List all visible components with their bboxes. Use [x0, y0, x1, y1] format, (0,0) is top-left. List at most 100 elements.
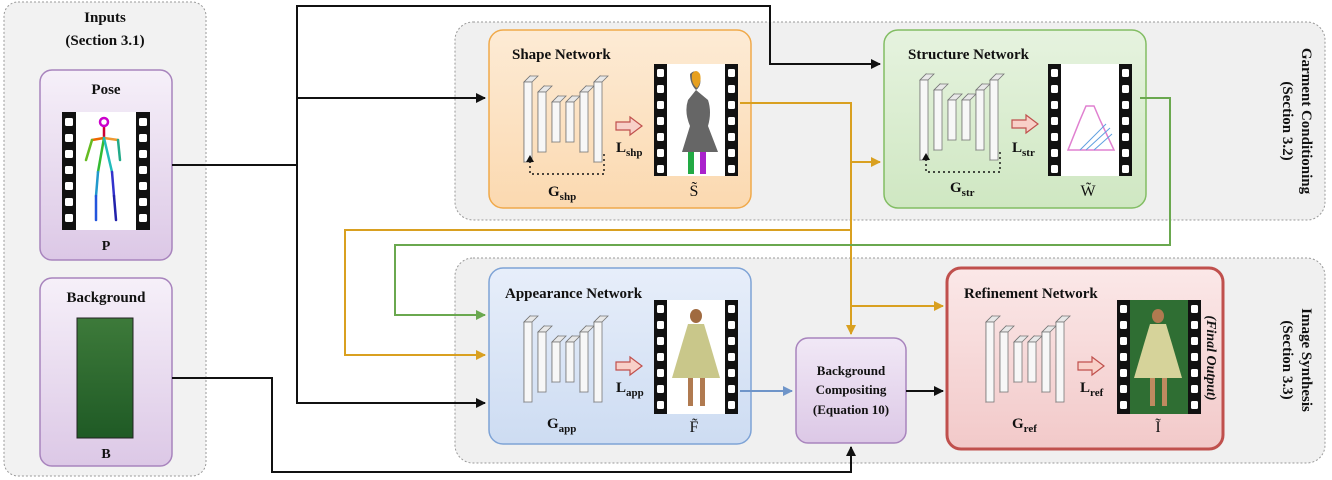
appearance-head: [690, 309, 702, 323]
appearance-output-label: F̃: [690, 418, 699, 436]
structure-garment-lines: [1079, 123, 1113, 151]
pose-to-appearance-arrow: [296, 165, 486, 408]
refinement-output-film-sprocket: [1120, 369, 1127, 377]
refinement-generator-slab: [1013, 341, 1023, 383]
structure-output-film-sprocket: [1051, 69, 1058, 77]
structure-generator-slab: [933, 89, 943, 151]
appearance-output-film-sprocket: [657, 353, 664, 361]
appearance-output-film-sprocket: [657, 401, 664, 409]
pose-input-title: Pose: [91, 82, 121, 98]
refinement-output-film-sprocket: [1191, 337, 1198, 345]
compositing-line2: Compositing: [816, 382, 887, 397]
pose-input-symbol: P: [102, 239, 111, 254]
shape-silhouette: [682, 71, 718, 152]
pose-filmstrip: [62, 112, 150, 230]
appearance-generator-slab: [579, 331, 589, 393]
appearance-generator-slab: [593, 321, 603, 403]
structure-labels: Lstr Gstr W̃: [950, 140, 1096, 200]
background-input-symbol: B: [101, 447, 110, 462]
garment-group-title: Garment Conditioning: [1298, 48, 1314, 195]
refinement-output-label: Ĩ: [1155, 418, 1161, 436]
refinement-generator-loss-arrow: [1077, 355, 1105, 377]
refinement-loss-label: Lref: [1080, 380, 1104, 399]
background-input-title: Background: [67, 290, 147, 306]
refinement-output-film-sprocket: [1191, 353, 1198, 361]
structure-generator-skip-arrowhead: [922, 153, 930, 160]
appearance-output-film-sprocket: [657, 369, 664, 377]
appearance-leg: [688, 378, 693, 406]
background-image: [76, 317, 134, 439]
appearance-output-film-sprocket: [728, 353, 735, 361]
refinement-generator-label: Gref: [1012, 416, 1037, 435]
appearance-output-film-sprocket: [657, 321, 664, 329]
appearance-network-title: Appearance Network: [505, 286, 643, 302]
shape-generator-slab: [551, 101, 561, 143]
refinement-labels: Lref Gref Ĩ (Final Output): [1012, 315, 1218, 436]
structure-output-film-sprocket: [1122, 133, 1129, 141]
appearance-output-film-sprocket: [728, 385, 735, 393]
refinement-output-film-sprocket: [1191, 385, 1198, 393]
appearance-output-film-sprocket: [728, 321, 735, 329]
shape-output-film-sprocket: [728, 149, 735, 157]
refinement-output-film-sprocket: [1191, 401, 1198, 409]
structure-output-film-picture: [1061, 64, 1119, 176]
appearance-output-film-sprocket: [728, 401, 735, 409]
appearance-output-film-sprocket: [728, 369, 735, 377]
structure-output-film-sprocket: [1122, 117, 1129, 125]
structure-output-film-sprocket: [1051, 117, 1058, 125]
shape-generator-slab: [593, 81, 603, 163]
appearance-generator-loss-arrow: [615, 355, 643, 377]
appearance-generator-slab: [551, 341, 561, 383]
shape-generator-label: Gshp: [548, 184, 576, 203]
structure-output-film-sprocket: [1122, 165, 1129, 173]
structure-output-film-sprocket: [1122, 101, 1129, 109]
garment-group-section: (Section 3.2): [1279, 81, 1295, 160]
appearance-generator-slab: [523, 321, 533, 403]
refinement-output-film-sprocket: [1120, 385, 1127, 393]
refinement-output-film-sprocket: [1120, 321, 1127, 329]
structure-generator-loss-arrow: [1011, 113, 1039, 135]
shape-output-label: S̃: [690, 182, 699, 200]
refinement-generator-slab: [1055, 321, 1065, 403]
synthesis-group-section: (Section 3.3): [1279, 320, 1295, 399]
refinement-output-film-sprocket: [1120, 337, 1127, 345]
pose-to-shape-arrow: [172, 93, 486, 166]
structure-generator-slab: [947, 99, 957, 141]
shape-generator-skip-loop: [529, 154, 605, 175]
appearance-output-film-sprocket: [657, 337, 664, 345]
structure-output-film-sprocket: [1122, 149, 1129, 157]
structure-garment: [1066, 105, 1116, 151]
pose-skeleton: [84, 116, 122, 222]
synthesis-group-title: Image Synthesis: [1298, 308, 1314, 412]
shape-silhouette-leg: [688, 152, 694, 174]
structure-loss-label: Lstr: [1012, 140, 1035, 159]
refinement-generator: [985, 315, 1105, 403]
shape-generator-loss-arrow: [615, 115, 643, 137]
refinement-output-film-sprocket: [1191, 305, 1198, 313]
shape-generator-skip-arrowhead: [526, 155, 534, 162]
appearance-output-film-sprocket: [728, 337, 735, 345]
appearance-generator-label: Gapp: [547, 416, 576, 435]
shape-output-film-sprocket: [657, 101, 664, 109]
refinement-generator-slab: [1027, 341, 1037, 383]
structure-generator-slab: [961, 99, 971, 141]
structure-to-appearance-arrow: [394, 97, 1171, 320]
shape-generator-slab: [579, 91, 589, 153]
shape-silhouette-head: [691, 71, 701, 88]
refinement-output-film-sprocket: [1191, 321, 1198, 329]
structure-output-label: W̃: [1080, 182, 1096, 200]
shape-network-title: Shape Network: [512, 47, 611, 63]
shape-output-film-sprocket: [728, 69, 735, 77]
structure-output-film-sprocket: [1051, 149, 1058, 157]
connectors: [172, 5, 1171, 473]
shape-to-structure-arrow: [740, 102, 881, 167]
shape-labels: Lshp Gshp S̃: [548, 140, 698, 203]
structure-output-film-sprocket: [1051, 85, 1058, 93]
shape-generator-slab: [565, 101, 575, 143]
refinement-generator-slab: [1041, 331, 1051, 393]
structure-output-film-sprocket: [1122, 69, 1129, 77]
shape-output-film-sprocket: [657, 149, 664, 157]
shape-output-film-sprocket: [728, 165, 735, 173]
appearance-output-film-sprocket: [657, 305, 664, 313]
structure-output-film-sprocket: [1122, 85, 1129, 93]
